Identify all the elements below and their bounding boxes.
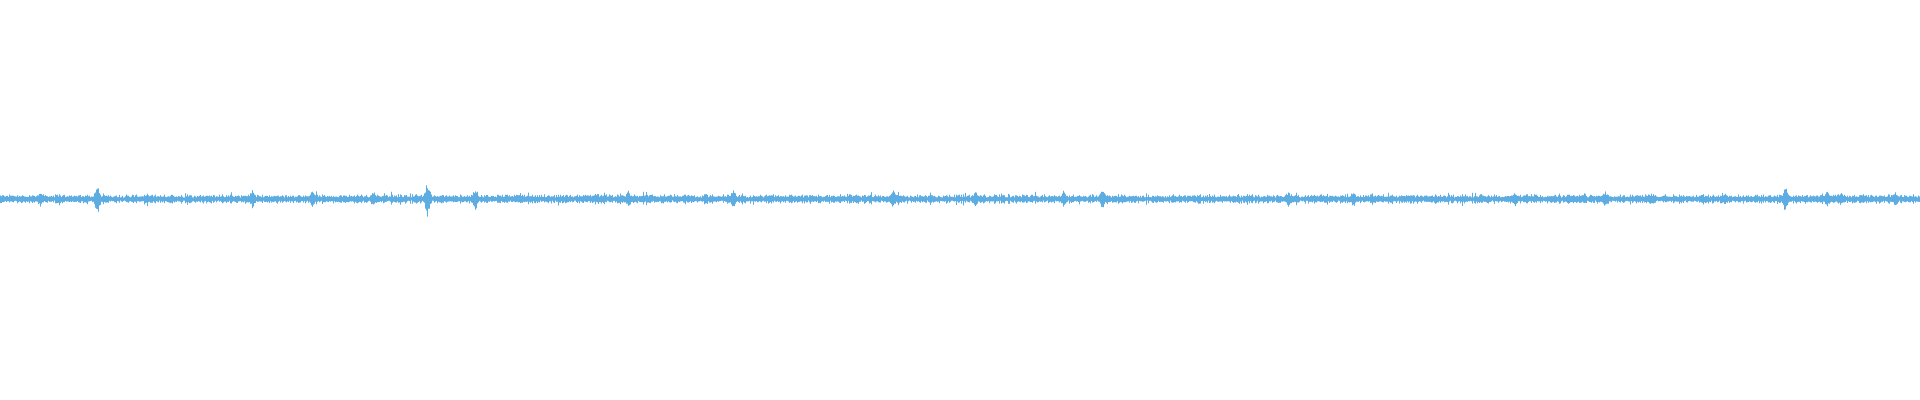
waveform-trace [0, 185, 1920, 217]
